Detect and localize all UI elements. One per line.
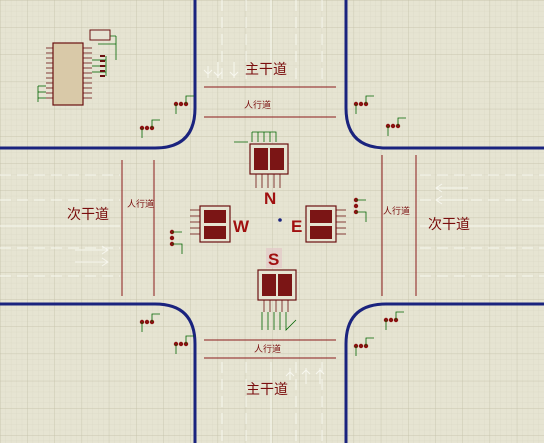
crosswalk-label-east: 人行道 (383, 205, 410, 217)
curb-northeast (344, 0, 544, 150)
wire (141, 313, 160, 332)
arrow-east-1 (435, 183, 468, 193)
curb-northwest (0, 0, 197, 150)
led-cluster-e[interactable] (353, 197, 367, 222)
digit (254, 148, 268, 170)
road-label-main-north: 主干道 (245, 62, 287, 78)
direction-west: W (233, 217, 250, 236)
digit (204, 226, 226, 239)
crosswalk-label-north: 人行道 (244, 99, 271, 111)
led (178, 101, 184, 107)
led (390, 123, 396, 129)
display-south[interactable] (257, 269, 297, 331)
wire (172, 231, 183, 254)
arrow-north-2 (213, 62, 223, 78)
led (144, 319, 150, 325)
led (388, 317, 394, 323)
wire (385, 311, 404, 330)
arrow-north-3 (229, 62, 239, 78)
digit (310, 210, 332, 223)
arrow-east-2 (435, 195, 468, 205)
led (358, 343, 364, 349)
road-label-secondary-west: 次干道 (67, 207, 109, 223)
center-marker (278, 218, 282, 222)
crosswalk-label-south: 人行道 (254, 343, 281, 355)
led (169, 235, 175, 241)
led (358, 101, 364, 107)
led-cluster-sw-2[interactable] (173, 335, 194, 354)
oscillator (89, 29, 111, 41)
curb-southwest (0, 302, 197, 443)
wire (175, 95, 194, 114)
arrow-south-3 (285, 368, 295, 380)
led-cluster-sw-1[interactable] (139, 313, 160, 332)
digit (278, 274, 292, 296)
direction-east: E (291, 217, 302, 236)
wire (355, 337, 374, 356)
crosswalk-label-west: 人行道 (127, 198, 154, 210)
led-cluster-se-1[interactable] (383, 311, 404, 330)
direction-south: S (268, 250, 279, 269)
direction-south-highlight (266, 248, 282, 268)
led-cluster-ne-2[interactable] (385, 117, 406, 136)
display-west[interactable] (190, 205, 231, 243)
road-label-main-south: 主干道 (246, 382, 288, 398)
wire (355, 95, 374, 114)
chip-wires (37, 35, 117, 102)
traffic-light-leds (139, 95, 406, 356)
chip-pins-left (46, 47, 53, 99)
led (178, 341, 184, 347)
wire (175, 335, 194, 354)
digit (262, 274, 276, 296)
wire (141, 119, 160, 138)
led-cluster-w[interactable] (169, 229, 183, 254)
microcontroller-chip[interactable] (37, 29, 117, 106)
led-cluster-se-2[interactable] (353, 337, 374, 356)
led-cluster-nw-2[interactable] (139, 119, 160, 138)
display-north[interactable] (234, 131, 289, 188)
digit (204, 210, 226, 223)
arrow-south-2 (315, 368, 325, 384)
digit (270, 148, 284, 170)
digit (310, 226, 332, 239)
curb-southeast (344, 302, 544, 443)
wire (387, 117, 406, 136)
led (144, 125, 150, 131)
wire (356, 199, 367, 222)
led (353, 203, 359, 209)
road-label-secondary-east: 次干道 (428, 217, 470, 233)
lane-arrows (75, 62, 468, 384)
display-east[interactable] (305, 205, 346, 243)
led-cluster-nw-1[interactable] (173, 95, 194, 114)
arrow-south-1 (301, 368, 311, 384)
direction-north: N (264, 189, 276, 208)
arrow-north-1 (203, 66, 213, 78)
arrow-west-1 (75, 245, 109, 255)
chip-pins-right (83, 47, 92, 99)
led-cluster-ne-1[interactable] (353, 95, 374, 114)
resistor-array (100, 55, 105, 77)
crosswalk-lines (121, 86, 417, 359)
arrow-west-2 (75, 257, 109, 267)
